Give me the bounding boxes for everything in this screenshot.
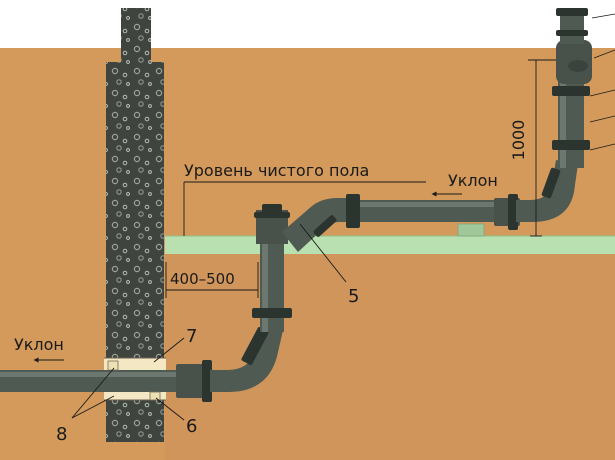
upper-elbow — [516, 160, 578, 222]
callout-7: 7 — [186, 326, 197, 347]
pipe-support — [457, 223, 485, 237]
slope-label-right: Уклон — [448, 171, 498, 190]
cleanout-cap — [262, 204, 282, 214]
floor-pipe-socket-left — [346, 194, 360, 228]
callout-5: 5 — [348, 286, 359, 307]
distance-label: 400–500 — [170, 270, 235, 288]
callout-6: 6 — [186, 416, 197, 437]
riser-socket-upper — [552, 140, 590, 150]
outlet-socket — [176, 364, 210, 398]
callout-8: 8 — [56, 424, 67, 445]
riser-socket — [252, 308, 292, 318]
slope-label-left: Уклон — [14, 335, 64, 354]
floor-level-label: Уровень чистого пола — [184, 161, 369, 180]
floor-slab — [165, 236, 615, 254]
riser-socket-mid — [552, 86, 590, 96]
soil-below-floor — [165, 252, 615, 460]
height-label: 1000 — [509, 120, 528, 161]
seal-left — [107, 360, 119, 371]
foundation-top — [121, 8, 151, 64]
seal-right — [149, 391, 161, 401]
tee-branch — [282, 198, 352, 252]
